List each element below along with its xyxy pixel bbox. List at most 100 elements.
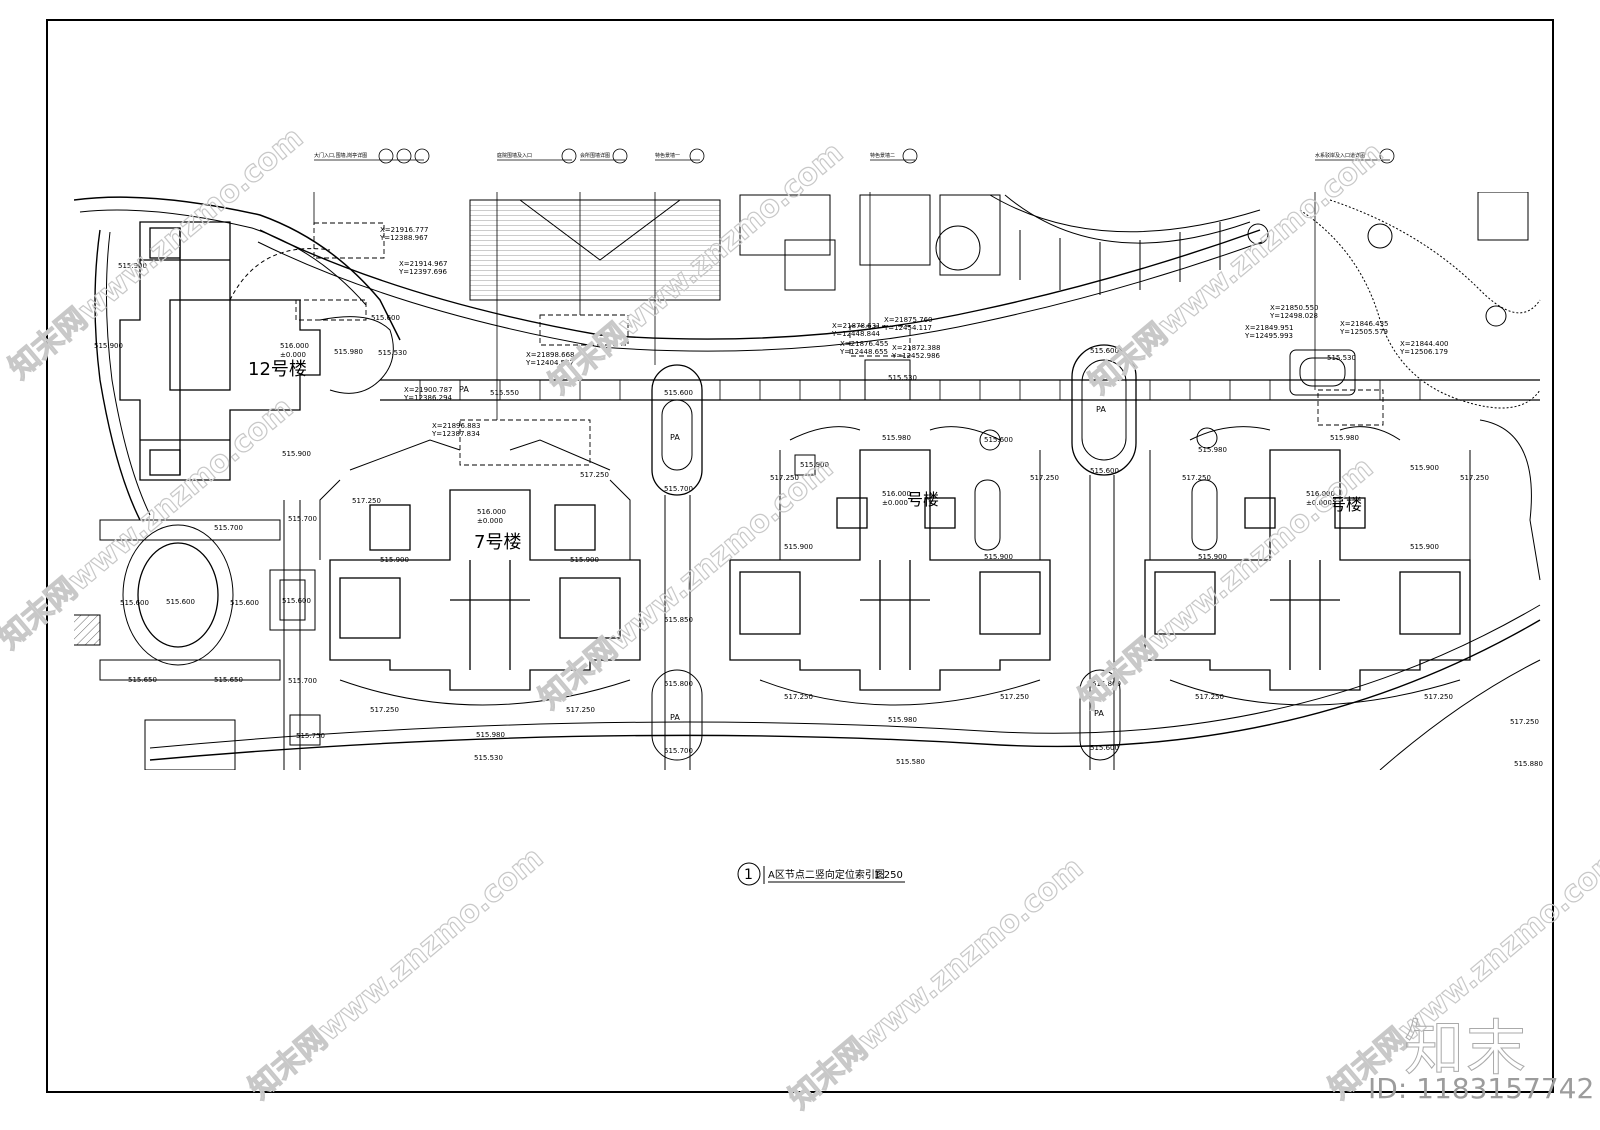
asset-id-label: ID: 1183157742 (1368, 1072, 1595, 1105)
building-12 (119, 221, 321, 481)
elevation-label: 515.850 (664, 616, 693, 624)
svg-text:知末网www.znzmo.com: 知末网www.znzmo.com (783, 850, 1090, 1116)
building-zero: ±0.000 (882, 499, 908, 507)
callout-label: 会所围墙详图 (580, 152, 610, 159)
building-zero: ±0.000 (1306, 499, 1332, 507)
area-label: PA (670, 713, 680, 722)
elevation-label: 515.530 (888, 374, 917, 382)
elevation-label: 515.900 (1410, 464, 1439, 472)
watermark-brand: 知末网 (3, 301, 94, 386)
elevation-label: 515.530 (1327, 354, 1356, 362)
elevation-label: 517.250 (1182, 474, 1211, 482)
coord-y: Y=12404.557 (525, 359, 574, 367)
elevation-label: 515.900 (380, 556, 409, 564)
elevation-label: 515.900 (282, 450, 311, 458)
watermark-brand: 知末网 (243, 1021, 334, 1106)
elevation-label: 515.980 (334, 348, 363, 356)
elevation-label: 515.650 (128, 676, 157, 684)
watermark-text: www.znzmo.com (1142, 450, 1380, 658)
callout-label: 特色景墙二 (870, 152, 895, 159)
elevation-label: 515.550 (490, 389, 519, 397)
coord-x: X=21914.967 (399, 260, 448, 268)
elevation-markers: 515.900 515.900 515.980 515.530 515.600 … (94, 262, 1543, 768)
elevation-label: 515.980 (476, 731, 505, 739)
building-name-12: 12号楼 (248, 359, 307, 380)
building-labels: 516.000 ±0.000 12号楼 516.000 ±0.000 7号楼 5… (248, 342, 1362, 553)
coord-x: X=21846.435 (1340, 320, 1389, 328)
elevation-label: 515.600 (166, 598, 195, 606)
coord-y: Y=12387.834 (431, 430, 481, 438)
elevation-label: 515.800 (1092, 680, 1121, 688)
elevation-label: 515.900 (1198, 553, 1227, 561)
title-text: A区节点二竖向定位索引图 (768, 868, 885, 881)
building-center (729, 449, 1051, 691)
coord-y: Y=12448.655 (839, 348, 888, 356)
elevation-label: 515.600 (120, 599, 149, 607)
elevation-label: 515.800 (664, 680, 693, 688)
building-level: 516.000 (1306, 490, 1335, 498)
callout-water-edge: 水系驳岸及入口道详图 (1315, 148, 1395, 164)
drawing-title: 1 A区节点二竖向定位索引图 1:250 (737, 862, 905, 886)
elevation-label: 515.650 (214, 676, 243, 684)
elevation-label: 517.250 (1460, 474, 1489, 482)
coord-y: Y=12454.117 (883, 324, 932, 332)
coord-x: X=21878.631 (832, 322, 881, 330)
coordinate-labels: X=21916.777 Y=12388.967 X=21914.967 Y=12… (379, 226, 1449, 438)
svg-text:知末网www.znzmo.com: 知末网www.znzmo.com (0, 390, 300, 656)
building-name-center: 号楼 (907, 490, 939, 509)
coord-y: Y=12452.986 (891, 352, 941, 360)
elevation-label: 515.880 (1514, 760, 1543, 768)
building-name-7: 7号楼 (474, 532, 521, 553)
coord-x: X=21850.550 (1270, 304, 1319, 312)
elevation-label: 517.250 (580, 471, 609, 479)
area-labels: PA PA PA PA PA (459, 385, 1106, 722)
building-zero: ±0.000 (280, 351, 306, 359)
callout-gate-wall: 大门入口,围墙,岗亭详图 (314, 148, 430, 164)
elevation-label: 515.700 (664, 747, 693, 755)
coord-x: X=21896.883 (432, 422, 481, 430)
coord-x: X=21875.760 (884, 316, 933, 324)
coord-x: X=21872.388 (892, 344, 941, 352)
elevation-label: 515.750 (296, 732, 325, 740)
scale-text: 1:250 (874, 870, 903, 881)
coord-y: Y=12386.294 (403, 394, 453, 402)
elevation-label: 515.600 (371, 314, 400, 322)
elevation-label: 517.250 (1424, 693, 1453, 701)
elevation-label: 515.600 (282, 597, 311, 605)
coord-x: X=21898.668 (526, 351, 575, 359)
elevation-label: 515.530 (474, 754, 503, 762)
elevation-label: 515.600 (230, 599, 259, 607)
callout-group: 大门入口,围墙,岗亭详图 庭院围墙及入口 会所围墙详图 特色景墙一 特色景墙二 … (314, 148, 1395, 164)
svg-text:知末网www.znzmo.com: 知末网www.znzmo.com (243, 840, 550, 1106)
coord-y: Y=12505.579 (1339, 328, 1388, 336)
building-name-right: 号楼 (1330, 495, 1362, 514)
building-zero: ±0.000 (477, 517, 503, 525)
watermark-text: www.znzmo.com (602, 450, 840, 658)
elevation-label: 515.580 (896, 758, 925, 766)
coord-y: Y=12495.993 (1244, 332, 1293, 340)
svg-text:知末网www.znzmo.com: 知末网www.znzmo.com (1073, 450, 1380, 716)
elevation-label: 515.700 (214, 524, 243, 532)
elevation-label: 517.250 (352, 497, 381, 505)
elevation-label: 517.250 (770, 474, 799, 482)
callout-label: 大门入口,围墙,岗亭详图 (314, 152, 367, 159)
elevation-label: 517.250 (370, 706, 399, 714)
elevation-label: 515.900 (94, 342, 123, 350)
watermark-brand: 知末网 (1073, 631, 1164, 716)
building-level: 516.000 (477, 508, 506, 516)
watermark-brand: 知末网 (1083, 316, 1174, 401)
coord-y: Y=12448.844 (831, 330, 881, 338)
elevation-label: 515.900 (984, 553, 1013, 561)
elevation-label: 517.250 (1000, 693, 1029, 701)
elevation-label: 515.700 (288, 515, 317, 523)
sheet-border (46, 19, 1554, 1093)
elevation-label: 517.250 (566, 706, 595, 714)
elevation-label: 515.700 (288, 677, 317, 685)
watermark-text: www.znzmo.com (72, 120, 310, 328)
index-circle (737, 862, 761, 886)
coord-y: Y=12397.696 (398, 268, 448, 276)
coord-x: X=21916.777 (380, 226, 429, 234)
elevation-label: 517.250 (1195, 693, 1224, 701)
elevation-label: 515.600 (984, 436, 1013, 444)
elevation-label: 515.600 (1090, 347, 1119, 355)
